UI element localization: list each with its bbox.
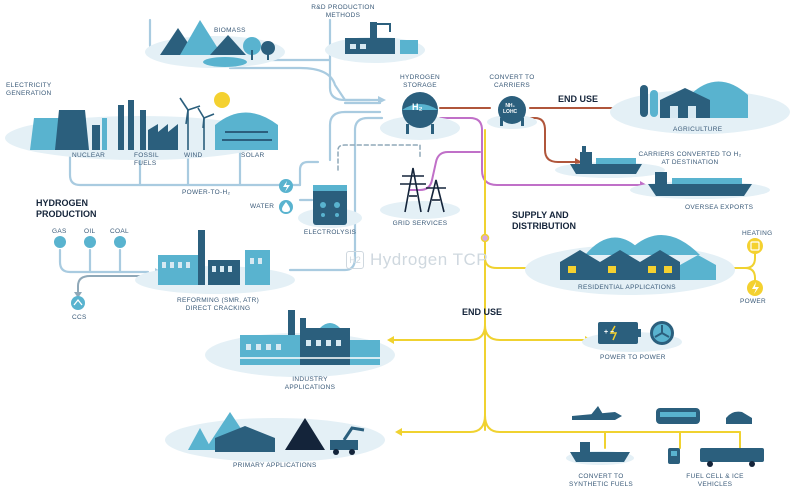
label-residential-applications: RESIDENTIAL APPLICATIONS [578, 284, 676, 291]
label-reforming: REFORMING (SMR, ATR) DIRECT CRACKING [176, 297, 260, 312]
label-end-use-mid: END USE [462, 307, 503, 317]
carriers-tank-illustration [487, 96, 537, 129]
label-electrolysis: ELECTROLYSIS [303, 229, 357, 236]
label-rd-production: R&D PRODUCTION METHODS [311, 4, 375, 19]
arrow-ccs [74, 292, 82, 298]
label-hydrogen-storage: HYDROGEN STORAGE [400, 74, 440, 89]
residential-illustration [525, 235, 735, 295]
industry-illustration [205, 310, 395, 377]
label-fuel-cell-ice: FUEL CELL & ICE VEHICLES [686, 473, 744, 488]
flow-line-mobility [484, 414, 741, 433]
label-oil: OIL [84, 228, 96, 235]
reforming-plant-illustration [135, 230, 295, 294]
truck-icon [700, 448, 764, 462]
label-industry-applications: INDUSTRY APPLICATIONS [284, 376, 336, 391]
label-agriculture: AGRICULTURE [673, 126, 723, 133]
label-electricity-generation: ELECTRICITY GENERATION [6, 82, 52, 97]
flow-line-grid-services [409, 151, 481, 191]
flow-line-power-to-power [484, 324, 586, 341]
battery-icon [598, 322, 638, 344]
label-power-to-h2: POWER-TO-H₂ [182, 189, 231, 196]
arrow-primary [395, 428, 402, 436]
label-solar: SOLAR [241, 152, 265, 159]
arrow-storage [378, 96, 386, 104]
heating-icon [747, 238, 763, 254]
label-convert-to-carriers: CONVERT TO CARRIERS [489, 74, 535, 89]
flow-line-oversea [439, 117, 641, 186]
h2-tank-label: H₂ [412, 102, 423, 112]
watermark-text: Hydrogen TCP [370, 250, 489, 269]
label-convert-to-synthetic-fuels: CONVERT TO SYNTHETIC FUELS [568, 473, 634, 488]
label-power: POWER [740, 298, 767, 305]
label-coal: COAL [110, 228, 129, 235]
flow-line-reforming-storage [288, 116, 384, 272]
fossil-input-icons [54, 236, 126, 310]
flow-line-power-to-h2 [298, 160, 320, 187]
carrier-tank-label: NH₃ LOHC [503, 103, 518, 115]
junction-dot [480, 233, 490, 243]
label-oversea-exports: OVERSEA EXPORTS [685, 204, 754, 211]
label-carriers-converted: CARRIERS CONVERTED TO H₂ AT DESTINATION [638, 151, 742, 166]
label-wind: WIND [184, 152, 203, 159]
oversea-ship-illustration [630, 172, 770, 199]
excavator-icon [330, 440, 358, 450]
power-to-power-illustration [582, 321, 682, 352]
label-primary-applications: PRIMARY APPLICATIONS [233, 462, 317, 469]
flow-line-gas [58, 248, 150, 274]
primary-applications-illustration [165, 412, 385, 462]
flow-line-primary [399, 414, 486, 433]
flow-line-industry [391, 324, 486, 341]
arrow-industry [387, 336, 394, 344]
biomass-illustration [145, 20, 285, 68]
grid-pylons-illustration [380, 167, 460, 219]
label-nuclear: NUCLEAR [72, 152, 106, 159]
electricity-generation-illustration [5, 92, 278, 160]
label-gas: GAS [52, 228, 67, 235]
oil-icon [84, 236, 96, 248]
label-biomass: BIOMASS [214, 27, 246, 34]
flow-line-residential [484, 239, 536, 269]
label-hydrogen-production: HYDROGEN PRODUCTION [36, 198, 97, 219]
carrier-ship-illustration [555, 146, 665, 178]
label-fossil-fuels: FOSSIL FUELS [134, 152, 159, 167]
electrolysis-illustration [298, 185, 362, 228]
car-icon [726, 411, 752, 424]
flow-line-biomass-storage [228, 66, 372, 102]
gas-icon [54, 236, 66, 248]
mobility-illustration [566, 406, 764, 467]
label-end-use-top: END USE [558, 94, 599, 104]
ccs-icon [71, 296, 85, 310]
flow-line-nuclear [68, 148, 302, 187]
label-water: WATER [250, 203, 275, 210]
hydrogen-storage-illustration [380, 92, 460, 140]
flow-line-electrolysis-storage [328, 110, 382, 162]
label-ccs: CCS [72, 314, 87, 321]
label-supply-distribution: SUPPLY AND DISTRIBUTION [512, 210, 576, 231]
label-heating: HEATING [742, 230, 773, 237]
flow-line-power-out [744, 267, 756, 283]
flow-line-carriers-ship [524, 117, 576, 163]
coal-icon [114, 236, 126, 248]
sun-icon [214, 92, 230, 108]
rd-lab-illustration [325, 22, 425, 63]
flow-line-rd [328, 18, 380, 102]
flow-line-ccs [77, 275, 149, 295]
battery-sign-label: + − [604, 329, 615, 336]
label-power-to-power: POWER TO POWER [600, 354, 666, 361]
tanker-ship-icon [570, 452, 630, 462]
label-grid-services: GRID SERVICES [392, 220, 448, 227]
flow-line-grid-dashed [337, 144, 421, 171]
watermark-logo: H2 [346, 251, 364, 269]
agriculture-illustration [610, 81, 790, 134]
